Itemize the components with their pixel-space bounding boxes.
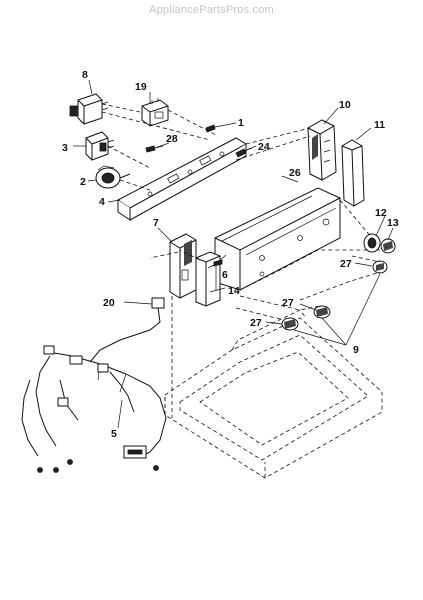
callout-7: 7 (153, 217, 159, 229)
callout-20: 20 (103, 297, 115, 309)
screw-28 (145, 145, 164, 153)
cabinet-top-outline (164, 309, 383, 479)
knob-27-top (372, 260, 388, 274)
handle-11 (341, 139, 365, 207)
switch-8 (69, 93, 109, 125)
end-cap-left (169, 233, 197, 299)
callout-13: 13 (387, 217, 399, 229)
console-bracket (117, 137, 248, 221)
callout-19: 19 (135, 81, 147, 93)
knob-27-bottom (281, 317, 299, 331)
callout-27-bottom: 27 (250, 317, 262, 329)
callout-8: 8 (82, 69, 88, 81)
callout-24: 24 (258, 141, 270, 153)
callout-27-middle: 27 (282, 297, 294, 309)
callout-2: 2 (80, 176, 86, 188)
end-cap-right (307, 119, 337, 181)
control-panel-console (214, 187, 380, 291)
leader-lines (73, 79, 394, 429)
knob-13 (380, 238, 396, 254)
callout-1: 1 (238, 117, 244, 129)
callout-11: 11 (374, 119, 385, 131)
callout-9: 9 (353, 344, 359, 356)
callout-27-top: 27 (340, 258, 352, 270)
switch-19 (141, 98, 169, 127)
switch-3 (85, 131, 115, 161)
callout-10: 10 (339, 99, 351, 111)
callout-14: 14 (228, 285, 240, 297)
watermark-text: AppliancePartsPros.com (149, 4, 274, 16)
screw-1 (205, 124, 216, 133)
callout-26: 26 (289, 167, 301, 179)
callout-6: 6 (222, 269, 228, 281)
callout-4: 4 (99, 196, 105, 208)
callout-12: 12 (375, 207, 387, 219)
callouts: 8 19 1 28 24 3 2 4 10 11 26 12 13 7 27 6… (62, 69, 399, 440)
knob-12 (363, 233, 381, 253)
timer-2 (95, 165, 131, 189)
callout-28: 28 (166, 133, 178, 145)
wire-harness (21, 297, 167, 473)
callout-3: 3 (62, 142, 68, 154)
knob-27-middle (313, 305, 331, 319)
callout-5: 5 (111, 428, 117, 440)
